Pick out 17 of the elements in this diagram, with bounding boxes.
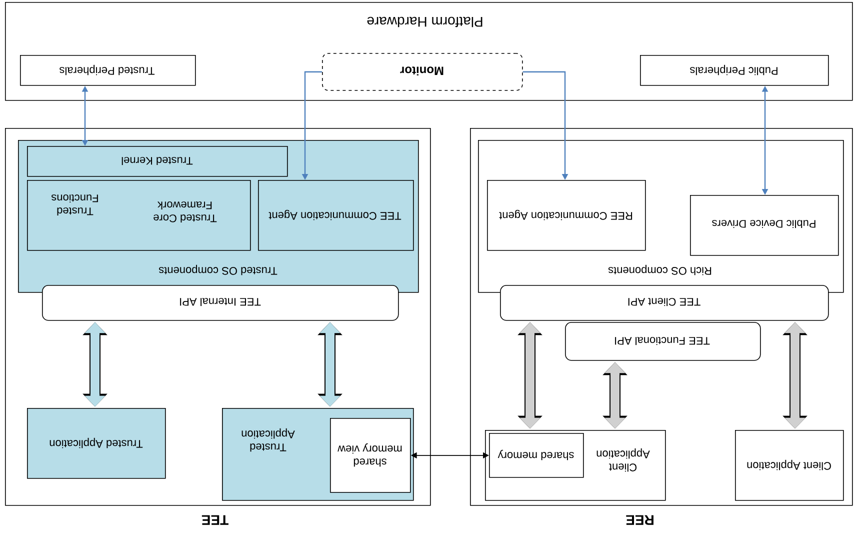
driver-box: Public Device Drivers: [690, 195, 839, 256]
environment-heading: TEE: [202, 515, 228, 525]
api-bar: TEE Functional API: [565, 322, 761, 361]
peripheral-box: Trusted Peripherals: [20, 55, 196, 86]
memory-box: shared memory: [489, 433, 584, 478]
peripheral-box: Public Peripherals: [640, 55, 829, 86]
memory-box: shared memory view: [330, 418, 411, 493]
environment-heading: REE: [626, 515, 654, 525]
agent-box: REE Communication Agent: [487, 180, 646, 251]
application-box: Client Application: [735, 430, 844, 501]
api-bar: TEE Internal API: [42, 285, 399, 321]
api-bar: TEE Client API: [500, 285, 829, 321]
application-box: Trusted Application: [27, 408, 166, 479]
agent-box: TEE Communication Agent: [258, 180, 414, 251]
component-box: Trusted Core Framework Trusted Functions: [27, 180, 251, 251]
kernel-box: Trusted Kernel: [27, 146, 288, 177]
monitor-box: Monitor: [322, 53, 523, 91]
